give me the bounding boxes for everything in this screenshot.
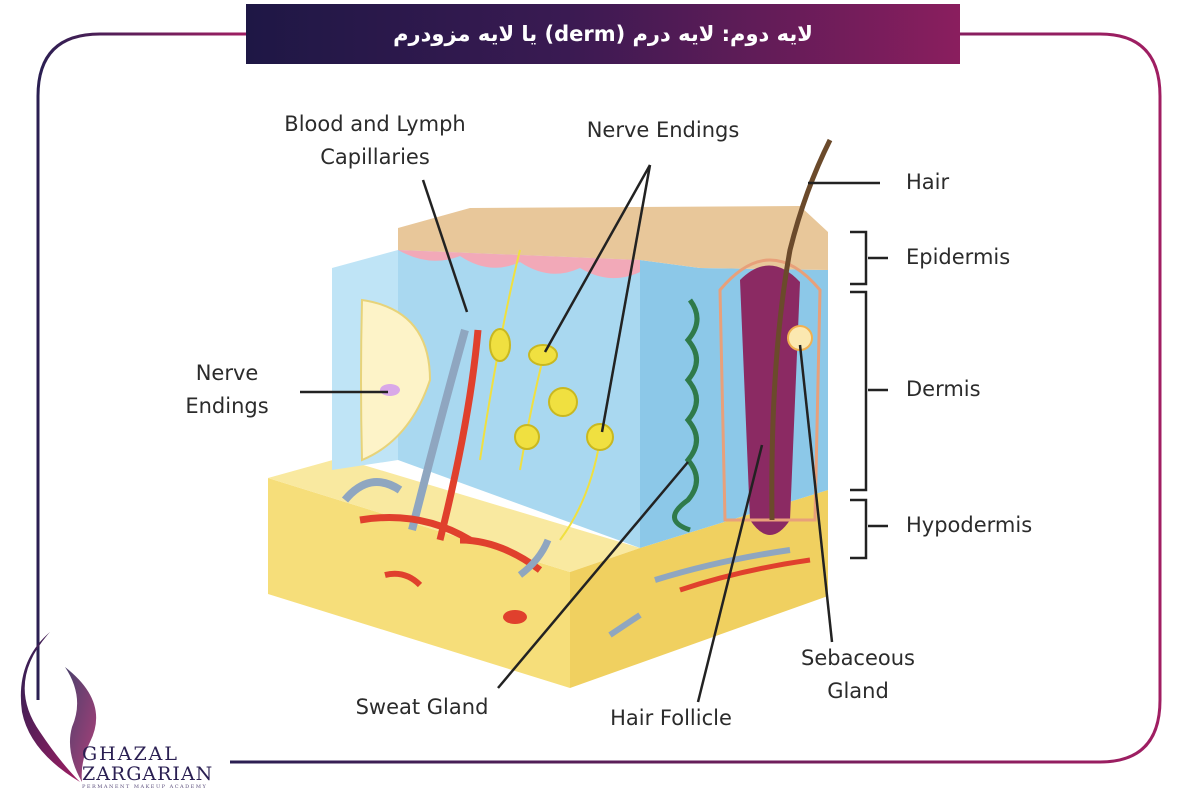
label-hair: Hair: [906, 170, 950, 194]
sweat-gland-coil: [672, 298, 700, 533]
label-sebaceous-line2: Gland: [827, 679, 889, 703]
follicle-sheath: [718, 258, 822, 522]
nerve-ending-core: [380, 384, 400, 396]
label-nerve-endings-left: Nerve Endings: [172, 357, 282, 423]
hair-follicle-shape: [740, 265, 800, 535]
brand-logo-icon: [20, 632, 97, 782]
nerve-endings-group: [479, 249, 614, 541]
page-title: لایه دوم: لایه درم (derm) یا لایه مزودرم: [393, 22, 813, 46]
leader-lines: [300, 164, 888, 703]
header-banner: لایه دوم: لایه درم (derm) یا لایه مزودرم: [246, 4, 960, 64]
label-blood-lymph-line1: Blood and Lymph: [284, 112, 466, 136]
label-hair-follicle: Hair Follicle: [610, 706, 732, 730]
blood-lymph-capillaries: [341, 328, 811, 638]
label-nerve-endings-left-line1: Nerve: [195, 361, 259, 385]
label-blood-lymph-line2: Capillaries: [320, 145, 430, 169]
brand-wordmark: GHAZAL ZARGARIAN PERMANENT MAKEUP ACADEM…: [82, 744, 213, 791]
label-sebaceous-line1: Sebaceous: [800, 646, 915, 670]
hair-shaft: [769, 138, 833, 521]
label-blood-lymph-capillaries: Blood and Lymph Capillaries: [262, 108, 488, 174]
label-nerve-endings-top: Nerve Endings: [586, 118, 740, 142]
label-sebaceous-gland: Sebaceous Gland: [778, 642, 938, 708]
label-sweat-gland: Sweat Gland: [355, 695, 489, 719]
pacinian-nerve-ending: [360, 298, 432, 462]
brand-tagline: PERMANENT MAKEUP ACADEMY: [82, 784, 208, 790]
label-dermis: Dermis: [906, 377, 981, 401]
brand-name-line1: GHAZAL: [82, 743, 180, 765]
hypodermis-side-face: [570, 490, 828, 688]
label-nerve-endings-left-line2: Endings: [185, 394, 269, 418]
layer-brackets: [850, 230, 868, 560]
label-hypodermis: Hypodermis: [906, 513, 1033, 537]
label-epidermis: Epidermis: [906, 245, 1011, 269]
epidermis-top-surface: [398, 206, 828, 270]
brand-name-line2: ZARGARIAN: [82, 763, 214, 785]
